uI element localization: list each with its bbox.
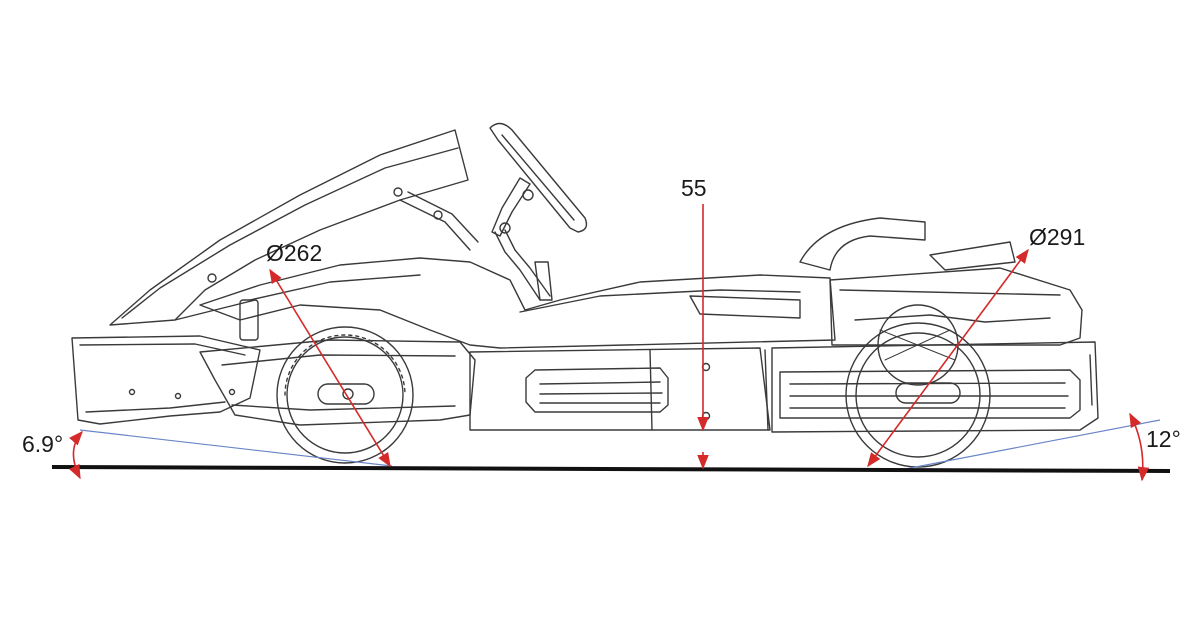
seat-bolt xyxy=(207,273,217,283)
rear-diameter-dimension xyxy=(867,248,1029,468)
seat-strut xyxy=(399,191,479,251)
body-vent xyxy=(239,299,259,341)
steering-column xyxy=(491,177,553,301)
kart-outline xyxy=(71,122,1099,468)
rear-departure-angle-label: 12° xyxy=(1146,426,1181,452)
ground-line xyxy=(51,465,1171,473)
floor-pan xyxy=(469,347,771,431)
strut-bolt xyxy=(433,210,443,220)
steering-wheel xyxy=(489,122,588,233)
rear-side-pod xyxy=(771,341,1099,433)
main-body xyxy=(199,257,836,349)
seat xyxy=(109,129,469,326)
front-side-pod xyxy=(199,339,476,426)
front-approach-angle-label: 6.9° xyxy=(22,431,64,457)
departure-angle-reference xyxy=(899,419,1161,471)
front-angle-arc xyxy=(69,430,83,480)
nose-bolt xyxy=(228,388,236,396)
nose-bolt xyxy=(174,392,182,400)
nose-bolt xyxy=(128,388,136,396)
ground-clearance-label: 55 xyxy=(681,175,707,201)
seat-bolt xyxy=(393,187,403,197)
column-joint xyxy=(499,222,511,234)
front-diameter-dimension xyxy=(269,268,391,468)
front-nose xyxy=(71,335,261,425)
column-joint xyxy=(522,189,534,201)
left-ribbed-pod xyxy=(525,367,669,413)
rear-wheel-diameter-label: Ø291 xyxy=(1029,224,1086,250)
rear-angle-arc xyxy=(1129,412,1150,482)
approach-angle-reference xyxy=(79,429,393,467)
front-wheel xyxy=(276,326,414,464)
front-wheel-diameter-label: Ø262 xyxy=(266,240,323,266)
